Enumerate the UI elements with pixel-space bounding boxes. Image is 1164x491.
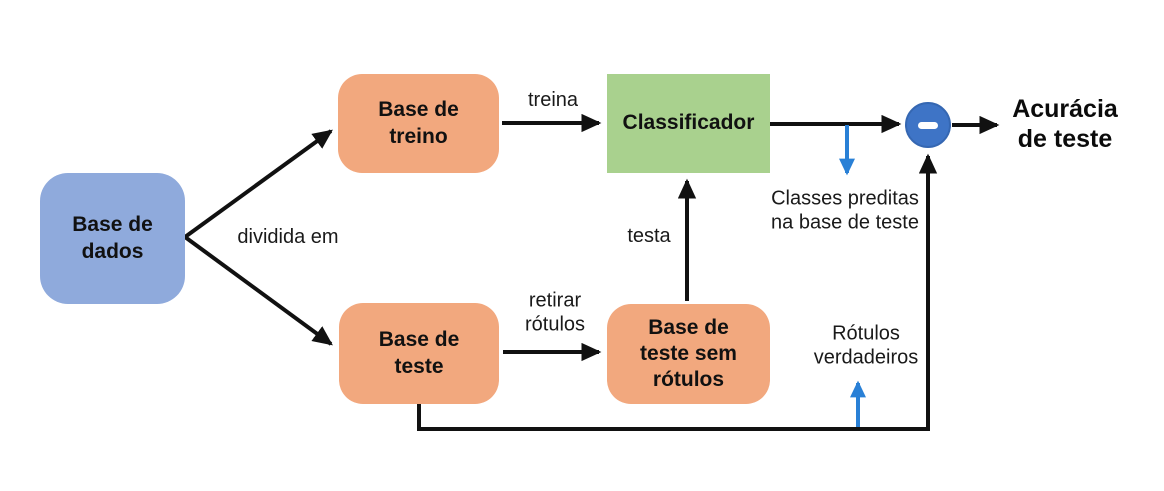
node-base-de-dados-label: Base de dados	[72, 212, 153, 263]
node-base-de-dados: Base de dados	[40, 173, 185, 304]
minus-operator-node	[905, 102, 951, 148]
node-base-de-treino-label: Base de treino	[378, 97, 459, 148]
edge-label-treina: treina	[527, 89, 579, 112]
arrow-rotulos-verdadeiros-path	[417, 153, 938, 431]
node-base-de-treino: Base de treino	[338, 74, 499, 173]
edge-label-dividida-em: dividida em	[237, 226, 339, 249]
node-base-de-teste: Base de teste	[339, 303, 499, 404]
arrow-split-to-treino	[183, 129, 333, 239]
node-base-de-teste-label: Base de teste	[378, 327, 460, 378]
edge-label-rotulos-verdadeiros: Rótulos verdadeiros	[813, 322, 919, 368]
edge-label-classes-preditas: Classes preditas na base de teste	[771, 187, 919, 233]
node-base-de-teste-sem-rotulos-label: Base de teste sem rótulos	[640, 315, 737, 392]
minus-icon	[918, 121, 938, 129]
node-classificador: Classificador	[607, 74, 770, 173]
node-base-de-teste-sem-rotulos: Base de teste sem rótulos	[607, 304, 770, 404]
arrow-split-to-teste	[183, 235, 333, 346]
edge-label-retirar-rotulos: retirar rótulos	[524, 289, 586, 335]
output-acuracia-de-teste: Acurácia de teste	[1012, 95, 1118, 153]
node-classificador-label: Classificador	[622, 111, 755, 135]
edge-label-testa: testa	[627, 225, 671, 248]
